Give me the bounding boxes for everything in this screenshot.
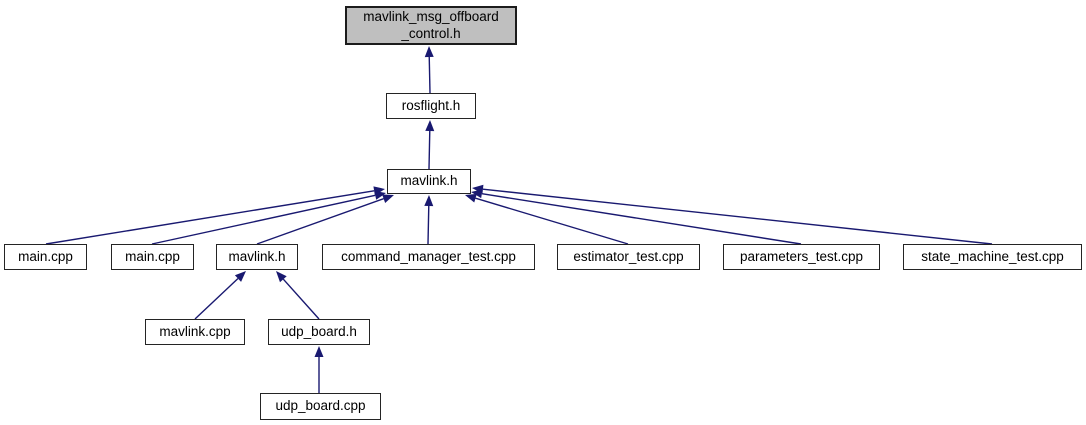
arrowhead <box>374 190 386 200</box>
node-mavlink-h-2[interactable]: mavlink.h <box>216 244 298 270</box>
node-label: _control.h <box>401 25 461 41</box>
arrowhead <box>234 271 246 282</box>
node-label: main.cpp <box>18 248 73 264</box>
edge-main-cpp-2-to-mavlink-h <box>151 190 386 245</box>
node-label: mavlink_msg_offboard <box>363 9 499 25</box>
edge-main-cpp-1-to-mavlink-h <box>45 186 385 245</box>
arrowhead <box>382 194 394 203</box>
arrowhead <box>314 346 324 357</box>
edge-command-manager-test-cpp-to-mavlink-h <box>424 195 434 245</box>
edge-mavlink-cpp-to-mavlink-h-2 <box>194 271 246 320</box>
node-udp-board-h[interactable]: udp_board.h <box>268 319 370 345</box>
node-mavlink-cpp[interactable]: mavlink.cpp <box>145 319 245 345</box>
node-state-machine-test-cpp[interactable]: state_machine_test.cpp <box>903 244 1082 270</box>
edge-mavlink-h-2-to-mavlink-h <box>256 194 394 245</box>
edge-rosflight-h-to-mavlink-msg-offboard-control-h <box>424 46 434 94</box>
node-parameters-test-cpp[interactable]: parameters_test.cpp <box>723 244 880 270</box>
edge-parameters-test-cpp-to-mavlink-h <box>471 189 802 245</box>
node-label: parameters_test.cpp <box>739 248 864 264</box>
node-udp-board-cpp[interactable]: udp_board.cpp <box>260 393 381 420</box>
node-label: mavlink.h <box>400 173 458 189</box>
edge-mavlink-h-to-rosflight-h <box>425 120 435 170</box>
node-mavlink-h[interactable]: mavlink.h <box>387 169 471 194</box>
edge-udp-board-cpp-to-udp-board-h <box>314 346 324 393</box>
node-label: mavlink.cpp <box>159 323 231 339</box>
node-main-cpp-2[interactable]: main.cpp <box>111 244 194 270</box>
arrowhead <box>276 271 287 283</box>
node-label: main.cpp <box>125 248 180 264</box>
node-mavlink-msg-offboard-control-h: mavlink_msg_offboard_control.h <box>345 6 517 45</box>
edge-estimator-test-cpp-to-mavlink-h <box>465 193 629 245</box>
arrowhead <box>465 193 477 203</box>
node-label: command_manager_test.cpp <box>341 248 516 264</box>
node-main-cpp-1[interactable]: main.cpp <box>4 244 87 270</box>
node-label: rosflight.h <box>401 97 461 113</box>
arrowhead <box>424 195 434 207</box>
node-estimator-test-cpp[interactable]: estimator_test.cpp <box>557 244 700 270</box>
node-label: udp_board.cpp <box>275 398 366 414</box>
edge-udp-board-h-to-mavlink-h-2 <box>276 271 320 320</box>
node-rosflight-h[interactable]: rosflight.h <box>386 93 476 119</box>
node-label: udp_board.h <box>281 323 357 339</box>
arrowhead <box>424 46 434 58</box>
node-command-manager-test-cpp[interactable]: command_manager_test.cpp <box>322 244 535 270</box>
arrowhead <box>425 120 435 132</box>
arrowhead <box>472 184 484 194</box>
node-label: mavlink.h <box>228 248 286 264</box>
node-label: state_machine_test.cpp <box>921 248 1064 264</box>
node-label: estimator_test.cpp <box>573 248 684 264</box>
edge-state-machine-test-cpp-to-mavlink-h <box>472 184 993 245</box>
